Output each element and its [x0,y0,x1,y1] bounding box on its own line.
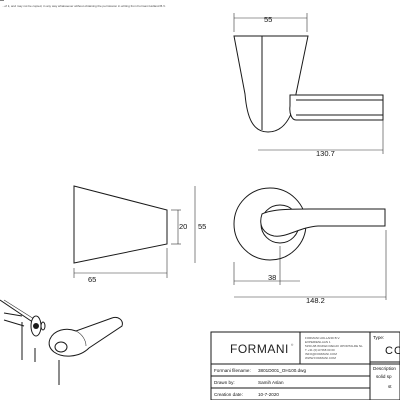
dim-overall-length-front: 148.2 [306,296,325,305]
dim-side-height-small: 20 [179,222,187,231]
top-view: 55 130.7 [233,13,384,158]
description-label: Description [373,366,396,371]
company-line-1: FORMANI HOLLAND B.V. [305,336,340,340]
drawn-by-value: Samih Aslan [258,380,284,385]
front-view: 38 148.2 [233,187,387,305]
side-view: 20 55 65 [73,185,206,284]
brand-mark: ® [291,343,294,347]
filename-value: 3801D001_OH100.dwg [258,368,306,373]
lever-iso [48,317,123,357]
creation-date-value: 10-7-2020 [258,392,279,397]
title-block: FORMANI ® FORMANI HOLLAND B.V. EXPERIENL… [210,331,400,400]
drawn-by-label: Drawn by: [214,380,235,385]
description-value-1: solid sp [376,374,392,379]
copyright-notice: ...of it, and may not be copied, in any … [2,4,166,8]
company-line-3: 5150 AB WIJKEN REGIO IJPORTALRE NL [305,344,363,348]
company-line-2: EXPERIENLAAN 1 [305,340,331,344]
company-line-4: T +31 (0)13 568 00 00 [305,348,335,352]
lever-front [260,208,386,237]
dim-top-width: 55 [264,15,272,24]
creation-date-label: Creation date: [214,392,243,397]
rose-cone-side [73,185,168,264]
type-label: Type: [373,335,384,340]
dim-overall-length-top: 130.7 [316,149,335,158]
company-line-5: INFO@FORMANI.COM [305,352,337,356]
dim-side-length: 65 [88,275,96,284]
exploded-view [0,299,123,385]
description-value-2: st [388,384,392,389]
filename-label: Formani filename: [214,368,251,373]
dim-rose-radius: 38 [268,273,276,282]
brand-logo: FORMANI [230,342,289,356]
company-line-6: WWW.FORMANI.COM [305,356,336,360]
lever-arm-top [289,94,384,121]
type-value: CO [385,345,400,357]
dim-side-height-large: 55 [198,222,206,231]
